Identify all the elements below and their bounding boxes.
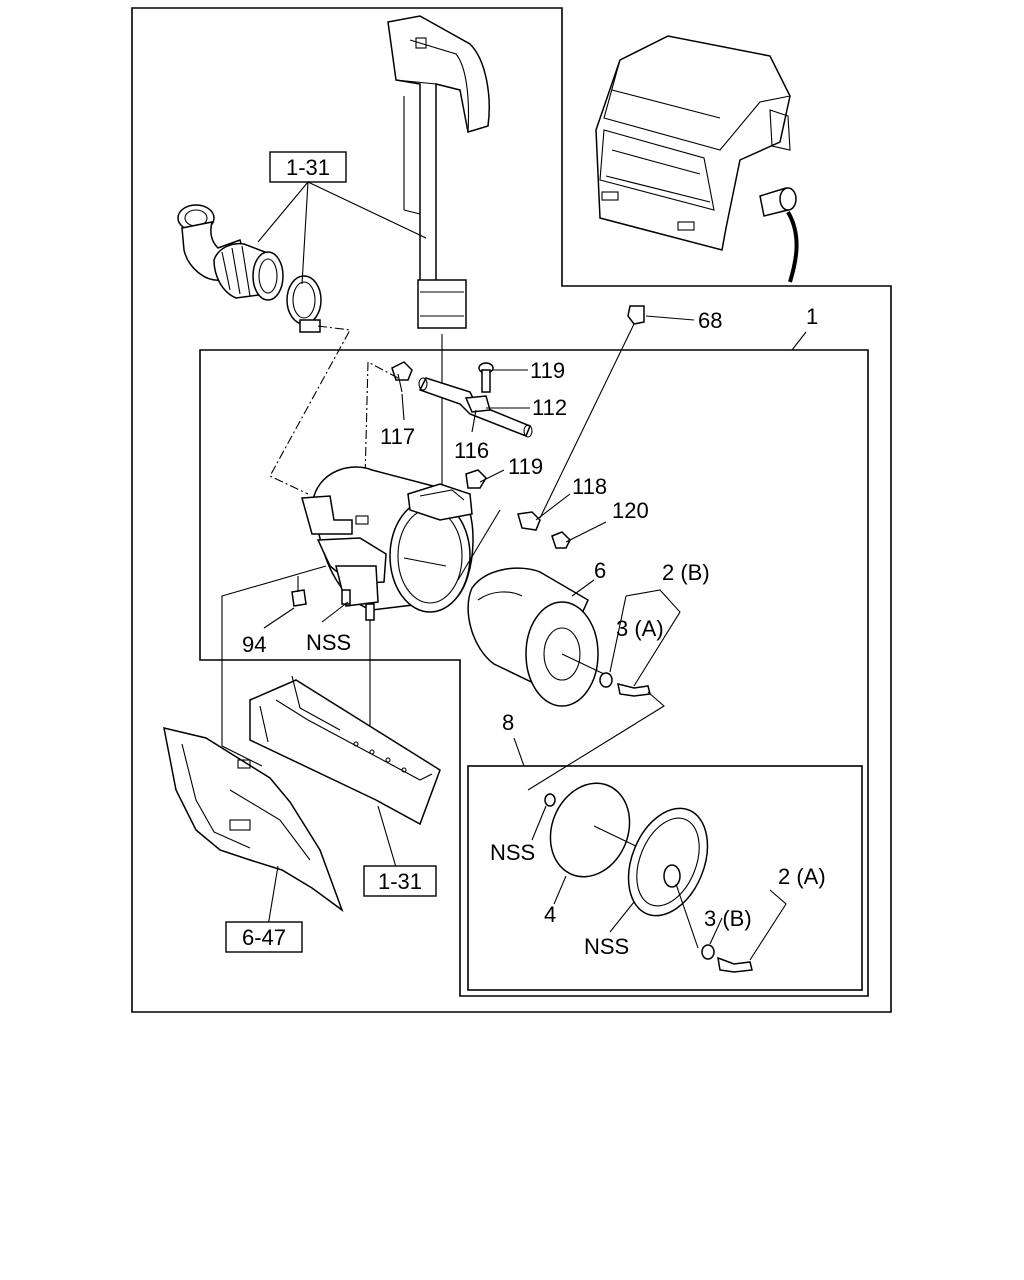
leader-1 xyxy=(791,331,807,351)
outer-frame xyxy=(131,7,892,1013)
ref-label-1-31-top[interactable]: 1-31 xyxy=(286,155,330,180)
label-119b: 119 xyxy=(508,454,543,479)
label-2a: 2 (A) xyxy=(778,864,826,889)
filter-element xyxy=(467,567,605,707)
hose-to-filter-line xyxy=(269,325,351,495)
label-8: 8 xyxy=(502,710,514,735)
label-3b: 3 (B) xyxy=(704,906,752,931)
leader-3b xyxy=(709,917,723,945)
leader-6 xyxy=(571,579,595,597)
ref-label-6-47[interactable]: 6-47 xyxy=(242,925,286,950)
ref-box-6-47 xyxy=(225,921,303,953)
leader-8 xyxy=(513,737,525,767)
breather-pipe xyxy=(418,377,533,438)
leader-nss-gasket xyxy=(531,805,547,841)
air-cleaner-housing xyxy=(301,466,474,613)
leader-nss-cover xyxy=(609,901,635,933)
wing-bolt-2a xyxy=(717,956,753,973)
label-nss-cover: NSS xyxy=(584,934,629,959)
label-94: 94 xyxy=(242,632,266,657)
label-119a: 119 xyxy=(530,358,565,383)
fitting-117 xyxy=(391,361,413,393)
bracket-to-housing-line xyxy=(457,509,501,581)
leader-119b xyxy=(479,469,505,483)
bracket-to-frame-line-left xyxy=(221,565,327,767)
label-nss-bracket: NSS xyxy=(306,630,351,655)
cover-axis-line xyxy=(675,883,699,949)
hose-clamp xyxy=(286,275,322,333)
label-3a: 3 (A) xyxy=(616,616,664,641)
label-6: 6 xyxy=(594,558,606,583)
assembly-frame xyxy=(199,349,869,997)
chassis-crossmember xyxy=(249,675,441,826)
ref-1-31-bottom-leader xyxy=(377,805,399,875)
washer-3a xyxy=(599,672,613,688)
leader-68 xyxy=(645,315,695,321)
bracket-studs xyxy=(341,589,375,621)
label-2b: 2 (B) xyxy=(662,560,710,585)
leader-4 xyxy=(553,875,567,905)
ref-6-47-leader xyxy=(267,865,279,927)
leader-nss-bracket xyxy=(321,601,349,623)
ref-box-1-31-bottom xyxy=(363,865,437,897)
label-116: 116 xyxy=(454,438,489,463)
label-68: 68 xyxy=(698,308,722,333)
bushing-68-to-bracket-line xyxy=(539,323,635,519)
ref-label-1-31-bottom[interactable]: 1-31 xyxy=(378,869,422,894)
splash-panel xyxy=(163,727,344,913)
nut-119-bottom xyxy=(465,469,487,489)
element-kit-frame xyxy=(467,765,863,991)
o-ring-nss xyxy=(544,793,556,807)
label-nss-gasket: NSS xyxy=(490,840,535,865)
cover-plate-nss xyxy=(627,807,709,917)
washer-3b xyxy=(701,944,715,960)
leader-118 xyxy=(535,493,571,521)
leader-120 xyxy=(565,521,607,543)
label-4: 4 xyxy=(544,902,556,927)
label-117: 117 xyxy=(380,424,415,449)
bolt-94 xyxy=(291,576,307,607)
bracket-118 xyxy=(517,511,541,531)
wing-bolt-to-kit-line xyxy=(527,691,665,791)
intake-hose xyxy=(177,204,284,301)
ref-box-1-31-top xyxy=(269,151,347,183)
bushing-68 xyxy=(627,305,645,325)
leader-116 xyxy=(471,409,477,433)
label-2b-bracket xyxy=(609,589,681,687)
label-1: 1 xyxy=(806,304,818,329)
label-120: 120 xyxy=(612,498,649,523)
leader-94 xyxy=(263,607,295,629)
ref-1-31-top-leaders xyxy=(257,181,427,285)
bolt-119-top xyxy=(478,362,494,393)
kit-axis-line xyxy=(593,825,641,849)
label-112: 112 xyxy=(532,395,567,420)
gasket-4 xyxy=(549,782,631,878)
nut-120 xyxy=(551,531,571,549)
label-118: 118 xyxy=(572,474,607,499)
leader-117 xyxy=(401,393,405,421)
truck-cab-illustration xyxy=(595,35,799,283)
label-2a-bracket xyxy=(749,889,787,961)
fitting-117-guide xyxy=(359,361,399,563)
air-intake-snorkel xyxy=(387,15,490,329)
cab-leader-line xyxy=(786,210,799,283)
